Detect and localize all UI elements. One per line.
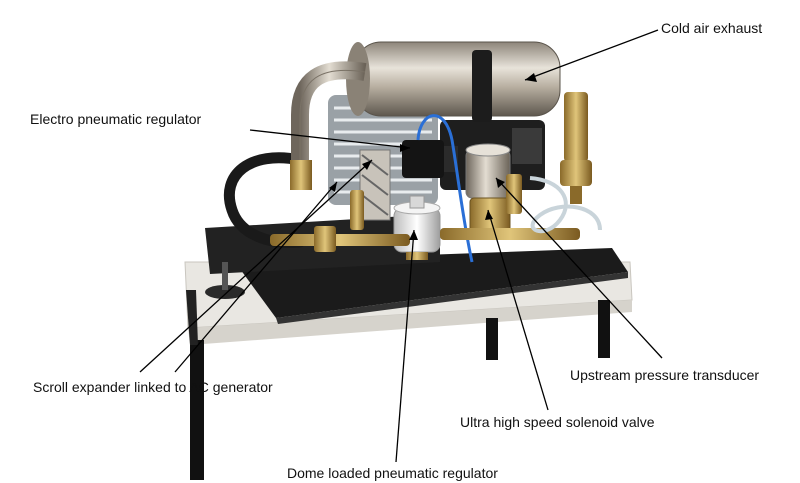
leader-electro-pneumatic-regulator <box>249 129 411 149</box>
dome-regulator-unit <box>393 195 441 260</box>
leader-cold-air-exhaust <box>524 29 659 81</box>
leader-upstream-transducer <box>495 177 663 359</box>
brass-filter <box>560 92 592 204</box>
leader-scroll-expander-1 <box>139 159 373 373</box>
label-upstream-pressure-transducer: Upstream pressure transducer <box>570 367 760 383</box>
leader-solenoid-valve <box>487 209 549 411</box>
blue-air-line <box>416 114 474 263</box>
label-solenoid-valve: Ultra high speed solenoid valve <box>460 414 655 430</box>
leader-scroll-expander-2 <box>174 181 338 373</box>
leader-arrowheads <box>329 73 537 240</box>
clear-tubing <box>529 176 602 234</box>
brass-pipework <box>270 174 580 252</box>
leader-lines <box>139 29 663 463</box>
pressure-transducer-unit <box>465 143 511 199</box>
leader-dome-regulator <box>395 229 415 463</box>
label-scroll-expander: Scroll expander linked to AC generator <box>33 379 273 395</box>
exhaust-silencer <box>290 41 561 190</box>
label-cold-air-exhaust: Cold air exhaust <box>661 20 763 36</box>
label-dome-loaded-regulator: Dome loaded pneumatic regulator <box>287 465 498 481</box>
label-electro-pneumatic-regulator: Electro pneumatic regulator <box>30 111 202 127</box>
